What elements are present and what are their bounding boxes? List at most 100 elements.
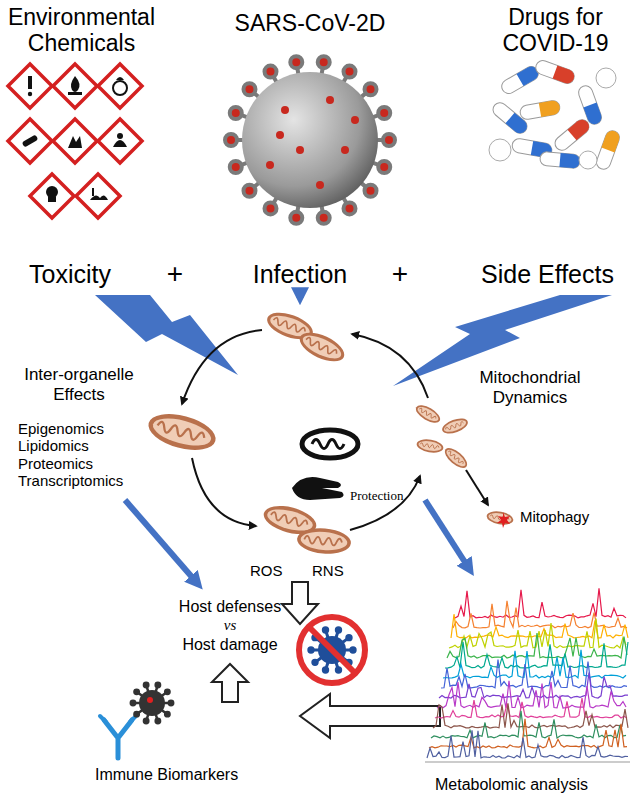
- virus-illustration-part-part: [344, 66, 356, 78]
- spectra-plot: [425, 588, 630, 762]
- virus-illustration-part: [225, 56, 395, 224]
- spectra-plot-part: [427, 730, 628, 758]
- virus-illustration-part-part: [225, 134, 237, 146]
- effect-label: Infection: [235, 260, 365, 289]
- virus-illustration-part-part: [318, 212, 330, 224]
- hazard-pictograms-part: [68, 92, 82, 95]
- source-heading: SARS-CoV-2D: [205, 10, 415, 36]
- pills-illustration-part: [539, 151, 580, 168]
- no-virus-sign-part: [309, 627, 355, 673]
- no-virus-sign-part-part: [336, 628, 340, 632]
- mitochondria-part: [416, 437, 445, 454]
- virus-illustration-part-part: [290, 56, 302, 68]
- hazard-pictograms-part: [98, 64, 142, 108]
- mitochondria-part: [296, 327, 349, 368]
- virus-illustration-part-part: [383, 134, 395, 146]
- virus-illustration-part-part: [243, 83, 255, 95]
- virus-illustration-part-part: [378, 161, 390, 173]
- plus-sign: +: [385, 258, 415, 290]
- spectra-plot-part: [433, 703, 628, 728]
- no-virus-sign-part-part: [323, 628, 327, 632]
- immune-illustration-part-part: [131, 701, 135, 705]
- protection-logo-part: [302, 430, 358, 458]
- pills-illustration-part: [596, 68, 616, 88]
- pills-illustration-part: [534, 59, 576, 86]
- spectra-plot-part: [431, 711, 626, 738]
- mitochondria-part: [497, 512, 510, 528]
- mitochondria-part: [145, 408, 220, 457]
- outcome-arrows-part: [125, 500, 198, 584]
- no-virus-sign: [299, 617, 365, 683]
- immune-illustration-part-part: [144, 719, 148, 723]
- section-label: Mitochondrial Dynamics: [455, 368, 605, 407]
- virus-illustration-part-part: [365, 83, 377, 95]
- no-virus-sign-part: [309, 628, 355, 672]
- immune-illustration-part-part: [156, 719, 160, 723]
- source-heading: Drugs for COVID-19: [478, 4, 633, 57]
- no-virus-sign-part-part: [313, 660, 317, 664]
- virus-illustration-part-part: [230, 161, 242, 173]
- virus-illustration-part-part: [326, 96, 334, 104]
- spectra-plot-part: [429, 719, 627, 748]
- hazard-pictograms-part: [68, 136, 82, 148]
- immune-illustration-part-part: [134, 712, 138, 716]
- virus-illustration-part-part: [344, 202, 356, 214]
- hazard-pictograms-part: [48, 197, 56, 202]
- outcome-label: Host defenses: [160, 598, 300, 616]
- virus-illustration: [225, 56, 395, 224]
- virus-illustration-part-part: [365, 185, 377, 197]
- hazard-pictograms-part: [90, 195, 108, 200]
- dynamics-cycle-part: [192, 458, 256, 526]
- virus-illustration-part-part: [243, 185, 255, 197]
- virus-illustration-part-part: [318, 56, 330, 68]
- plus-sign: +: [160, 258, 190, 290]
- impact-bolts-part: [95, 295, 238, 375]
- virus-illustration-part-part: [266, 161, 274, 169]
- virus-illustration-part-part: [276, 131, 284, 139]
- hazard-pictograms-part: [76, 174, 120, 218]
- pills-illustration: [489, 59, 621, 172]
- hazard-pictograms-part: [113, 140, 127, 147]
- hazard-pictograms-part: [28, 76, 32, 89]
- hazard-pictograms-part: [116, 77, 124, 80]
- virus-illustration-part-part: [290, 212, 302, 224]
- outcome-label: vs: [160, 617, 300, 634]
- spectra-plot-part: [425, 762, 630, 763]
- no-virus-sign-part-part: [351, 648, 355, 652]
- no-virus-sign-part-part: [323, 668, 327, 672]
- spectra-plot-part: [435, 698, 627, 718]
- immune-illustration: [100, 683, 173, 758]
- no-virus-sign-part-part: [309, 648, 313, 652]
- omics-list: Epigenomics Lipidomics Proteomics Transc…: [18, 420, 123, 489]
- hazard-pictograms-part: [46, 186, 58, 198]
- protection-logo: [292, 430, 358, 500]
- virus-illustration-part-part: [316, 181, 324, 189]
- hazard-pictograms: [8, 64, 142, 218]
- spectra-plot-part: [437, 681, 626, 708]
- immune-illustration-part: [100, 716, 136, 722]
- spectra-plot-part: [443, 650, 626, 678]
- mitochondria: [145, 307, 515, 556]
- immune-illustration-part-part: [134, 690, 138, 694]
- hazard-pictograms-part: [53, 64, 97, 108]
- immune-illustration-part-part: [165, 712, 169, 716]
- virus-illustration-part-part: [341, 146, 349, 154]
- virus-illustration-part: [266, 96, 359, 189]
- hazard-pictograms-part: [113, 81, 127, 95]
- no-virus-sign-part-part: [336, 668, 340, 672]
- hazard-pictograms-part: [117, 133, 123, 139]
- hazard-pictograms-part: [98, 119, 142, 163]
- outline-arrows-part: [300, 694, 440, 738]
- mitochondria-part: [442, 444, 471, 471]
- virus-illustration-part-part: [230, 107, 242, 119]
- spectra-plot-part: [455, 588, 626, 618]
- pills-illustration-part: [519, 100, 561, 121]
- mitochondria-part: [440, 415, 470, 436]
- spectra-plot-part: [439, 673, 628, 698]
- virus-illustration-part-part: [351, 116, 359, 124]
- outcome-arrows: [125, 500, 470, 584]
- virus-illustration-part-part: [265, 202, 277, 214]
- hazard-pictograms-part: [30, 174, 74, 218]
- outline-arrows-part: [212, 664, 248, 702]
